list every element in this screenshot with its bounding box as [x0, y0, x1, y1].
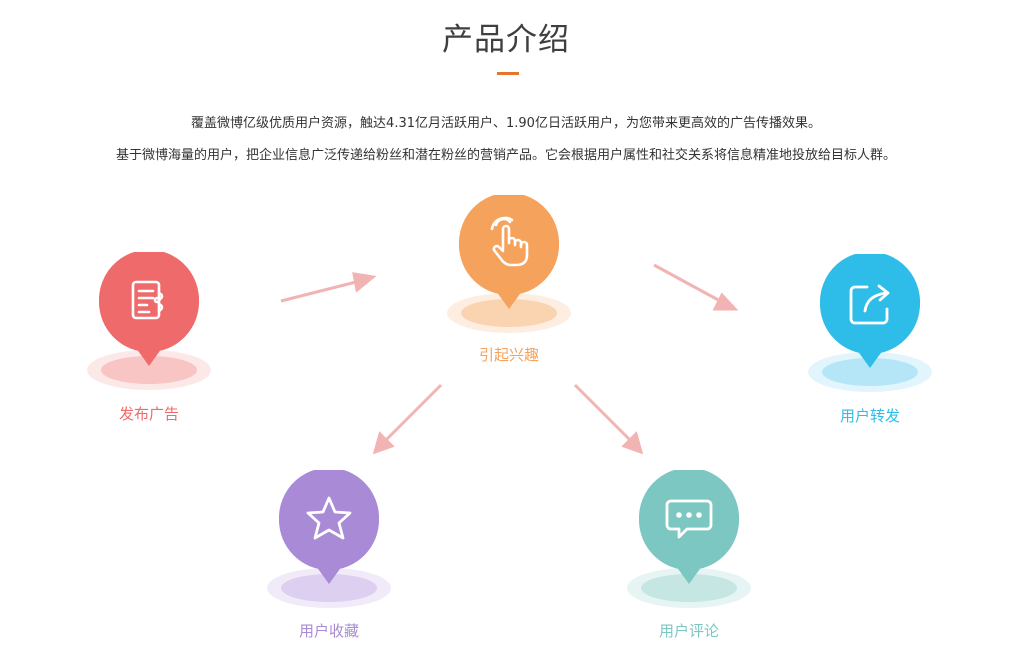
node-user-share[interactable]	[805, 254, 935, 392]
description-line-1: 覆盖微博亿级优质用户资源，触达4.31亿月活跃用户、1.90亿日活跃用户，为您带…	[191, 116, 821, 131]
arrow-interest-to-favorite	[372, 383, 443, 455]
label-publish-ad: 发布广告	[118, 405, 179, 423]
chat-bubble-icon	[665, 499, 713, 539]
star-icon	[306, 496, 352, 540]
share-icon	[849, 284, 890, 325]
node-arouse-interest[interactable]	[444, 195, 574, 333]
title-underline	[497, 72, 519, 75]
arrow-interest-to-comment	[573, 383, 644, 455]
arrow-publish-to-interest	[280, 272, 377, 303]
page-title: 产品介绍	[442, 22, 570, 58]
label-arouse-interest: 引起兴趣	[478, 346, 539, 364]
pointing-hand-icon	[490, 216, 529, 267]
label-user-share: 用户转发	[839, 407, 900, 425]
arrow-interest-to-share	[653, 263, 739, 311]
label-user-favorite: 用户收藏	[298, 622, 359, 640]
label-user-comment: 用户评论	[658, 622, 719, 640]
node-publish-ad[interactable]	[84, 252, 214, 390]
node-user-comment[interactable]	[624, 470, 754, 608]
description-line-2: 基于微博海量的用户，把企业信息广泛传递给粉丝和潜在粉丝的营销产品。它会根据用户属…	[115, 148, 896, 163]
document-icon	[131, 280, 164, 320]
node-user-favorite[interactable]	[264, 470, 394, 608]
